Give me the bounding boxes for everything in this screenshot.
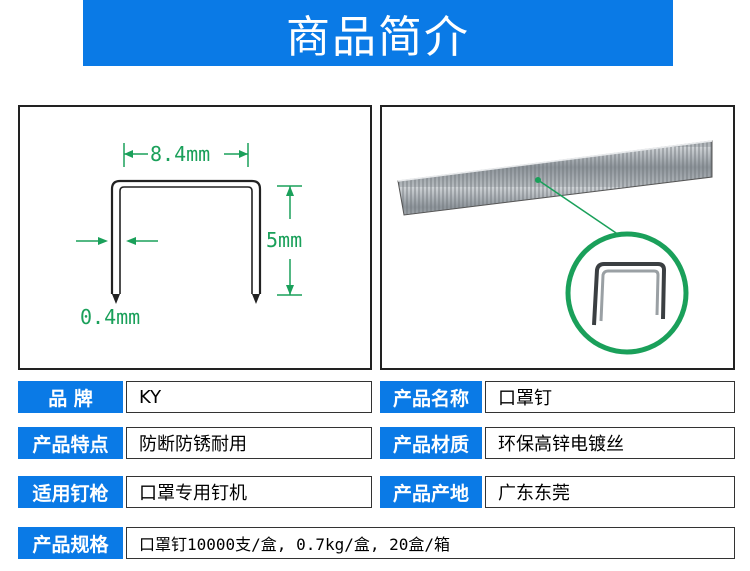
material-value: 环保高锌电镀丝 <box>485 427 735 459</box>
origin-value: 广东东莞 <box>485 476 735 508</box>
size-value: 口罩钉10000支/盒, 0.7kg/盒, 20盒/箱 <box>126 527 735 559</box>
product-name-value: 口罩钉 <box>485 381 735 413</box>
staple-left-point <box>112 294 120 304</box>
gun-label: 适用钉枪 <box>18 476 123 508</box>
brand-label: 品 牌 <box>18 381 123 413</box>
staple-dimension-diagram: 8.4mm 5mm 0.4mm <box>76 142 302 329</box>
staple-right-point <box>252 294 260 304</box>
page-title: 商品简介 <box>83 0 673 66</box>
zoom-circle <box>565 231 689 355</box>
product-photo-panel <box>380 105 735 370</box>
material-label: 产品材质 <box>380 427 482 459</box>
gun-value: 口罩专用钉机 <box>126 476 372 508</box>
height-label: 5mm <box>266 228 302 252</box>
dimension-diagram-panel: 8.4mm 5mm 0.4mm <box>18 105 372 370</box>
brand-value: KY <box>126 381 372 413</box>
size-label: 产品规格 <box>18 527 123 559</box>
width-label: 8.4mm <box>150 142 210 166</box>
feature-value: 防断防锈耐用 <box>126 427 372 459</box>
product-name-label: 产品名称 <box>380 381 482 413</box>
origin-label: 产品产地 <box>380 476 482 508</box>
feature-label: 产品特点 <box>18 427 123 459</box>
staple-strip-image <box>397 140 713 355</box>
wire-thickness-label: 0.4mm <box>80 305 140 329</box>
